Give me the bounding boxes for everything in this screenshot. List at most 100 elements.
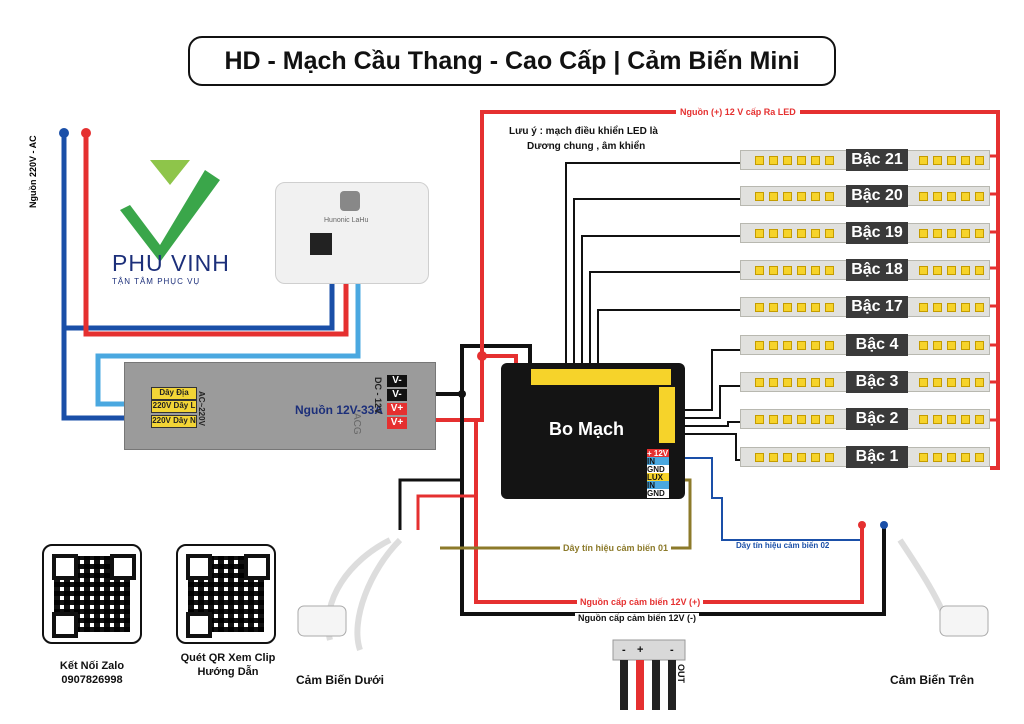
led-chip: [825, 303, 834, 312]
led-chip: [933, 415, 942, 424]
led-chip: [975, 341, 984, 350]
note-line-2: Dương chung , âm khiển: [527, 141, 646, 152]
led-chip: [783, 303, 792, 312]
led-chip: [961, 156, 970, 165]
led-chip: [755, 453, 764, 462]
step-label: Bậc 4: [846, 334, 908, 356]
led-chip: [755, 341, 764, 350]
led-chip: [961, 453, 970, 462]
led-chip: [825, 266, 834, 275]
led-chip: [769, 453, 778, 462]
led-chip: [783, 266, 792, 275]
led-chip: [811, 303, 820, 312]
led-strip: Bậc 1: [740, 446, 990, 468]
led-chip: [825, 378, 834, 387]
led-chip: [947, 341, 956, 350]
led-chip: [755, 303, 764, 312]
led-strip: Bậc 21: [740, 149, 990, 171]
led-chip: [919, 378, 928, 387]
psu-out-vminus-1: V-: [387, 375, 407, 387]
step-label: Bậc 20: [846, 185, 908, 207]
led-strip: Bậc 19: [740, 222, 990, 244]
led-chip: [811, 453, 820, 462]
led-chip: [961, 378, 970, 387]
sensor1-signal-label: Dây tín hiệu cảm biến 01: [560, 543, 672, 553]
led-chip: [825, 229, 834, 238]
step-label: Bậc 3: [846, 371, 908, 393]
ac-live-terminal: [81, 128, 91, 138]
step-label: Bậc 1: [846, 446, 908, 468]
led-strip: Bậc 18: [740, 259, 990, 281]
led-chip: [783, 156, 792, 165]
board-header-pins: [531, 369, 671, 385]
led-chip: [933, 156, 942, 165]
led-chip: [769, 266, 778, 275]
led-chip: [811, 229, 820, 238]
led-chip: [825, 192, 834, 201]
led-chip: [783, 192, 792, 201]
psu-brand: ACG: [351, 413, 362, 435]
ac-neutral-wire: [61, 135, 335, 331]
led-chip: [933, 266, 942, 275]
led-chip: [825, 415, 834, 424]
psu-out-vplus-2: V+: [387, 417, 407, 429]
control-board: Bo Mạch + 12V IN GND LUX IN GND: [501, 363, 685, 499]
board-pin-gnd2: GND: [647, 489, 669, 498]
led-strip: Bậc 4: [740, 334, 990, 356]
phu-vinh-logo-mark: [120, 170, 220, 262]
led-chip: [919, 341, 928, 350]
step-label: Bậc 19: [846, 222, 908, 244]
led-chip: [919, 229, 928, 238]
led-chip: [933, 192, 942, 201]
led-chip: [975, 303, 984, 312]
led-chip: [825, 453, 834, 462]
ac-source-label: Nguồn 220V - AC: [28, 135, 38, 208]
led-chip: [797, 229, 806, 238]
board-pin-in2: IN: [647, 481, 669, 490]
led-positive-rail: [480, 110, 1000, 470]
led-chip: [783, 378, 792, 387]
zalo-caption-1: Kết Nối Zalo: [59, 660, 125, 672]
led-chip: [811, 341, 820, 350]
clip-caption-2: Hướng Dẫn: [197, 666, 259, 678]
connector-pin-3: -: [670, 644, 674, 656]
led-chip: [961, 303, 970, 312]
led-chip: [961, 192, 970, 201]
step-label: Bậc 17: [846, 296, 908, 318]
note-line-1: Lưu ý : mạch điều khiển LED là: [509, 126, 658, 137]
hub-output-wire: [95, 280, 361, 407]
led-chip: [947, 229, 956, 238]
psu-out-vminus-2: V-: [387, 389, 407, 401]
board-title: Bo Mạch: [549, 419, 625, 439]
led-chip: [961, 341, 970, 350]
bottom-sensor-label: Cảm Biến Dưới: [296, 673, 384, 687]
sensor-positive-label: Nguồn cấp cảm biến 12V (+): [577, 597, 704, 607]
led-chip: [755, 415, 764, 424]
led-chip: [919, 156, 928, 165]
led-chip: [811, 378, 820, 387]
led-chip: [919, 453, 928, 462]
led-chip: [797, 453, 806, 462]
led-chip: [961, 415, 970, 424]
led-chip: [797, 303, 806, 312]
zalo-qr-code: [42, 544, 142, 644]
bottom-sensor-body: [297, 605, 347, 637]
led-chip: [947, 192, 956, 201]
board-pin-in1: IN: [647, 457, 669, 466]
led-chip: [811, 192, 820, 201]
psu-terminal-n: 220V Dây N: [151, 415, 197, 428]
sensor2-signal-label: Dây tín hiệu cảm biến 02: [734, 541, 832, 550]
clip-caption-1: Quét QR Xem Clip: [180, 652, 276, 664]
led-chip: [769, 303, 778, 312]
led-chip: [933, 453, 942, 462]
led-chip: [797, 192, 806, 201]
hub-name: Hunonic LaHu: [324, 217, 369, 224]
led-chip: [947, 415, 956, 424]
led-strip: Bậc 3: [740, 371, 990, 393]
led-chip: [933, 341, 942, 350]
step-label: Bậc 21: [846, 149, 908, 171]
board-pin-12v: + 12V: [647, 449, 669, 458]
led-chip: [825, 341, 834, 350]
led-chip: [961, 266, 970, 275]
led-chip: [755, 156, 764, 165]
